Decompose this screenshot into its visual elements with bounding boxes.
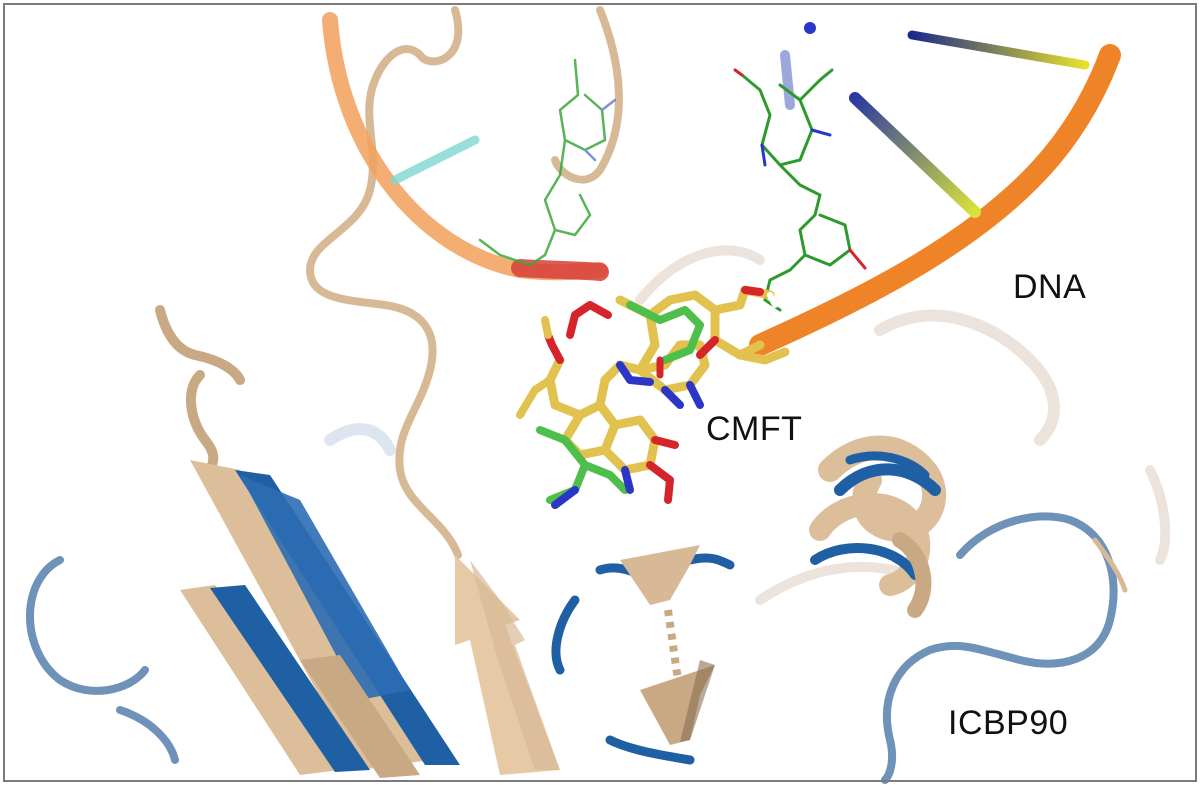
ligand-label: CMFT — [706, 410, 803, 448]
background-protein-faint — [324, 245, 1171, 605]
protein-helix-right — [809, 435, 946, 618]
protein-loop-tan — [155, 6, 623, 559]
dna-label: DNA — [1013, 268, 1087, 306]
beta-strand-center — [455, 555, 560, 775]
ligand-cmft — [516, 285, 790, 509]
protein-label: ICBP90 — [948, 704, 1069, 742]
dna-backbone — [322, 12, 1121, 356]
protein-coil-blue — [26, 512, 1128, 784]
dna-base-sticks — [390, 22, 1090, 218]
beta-sheet-left — [180, 460, 460, 778]
nucleotide-wire-left — [478, 58, 617, 267]
nucleotide-wire-right — [733, 68, 867, 312]
beta-turn-center — [620, 545, 715, 745]
